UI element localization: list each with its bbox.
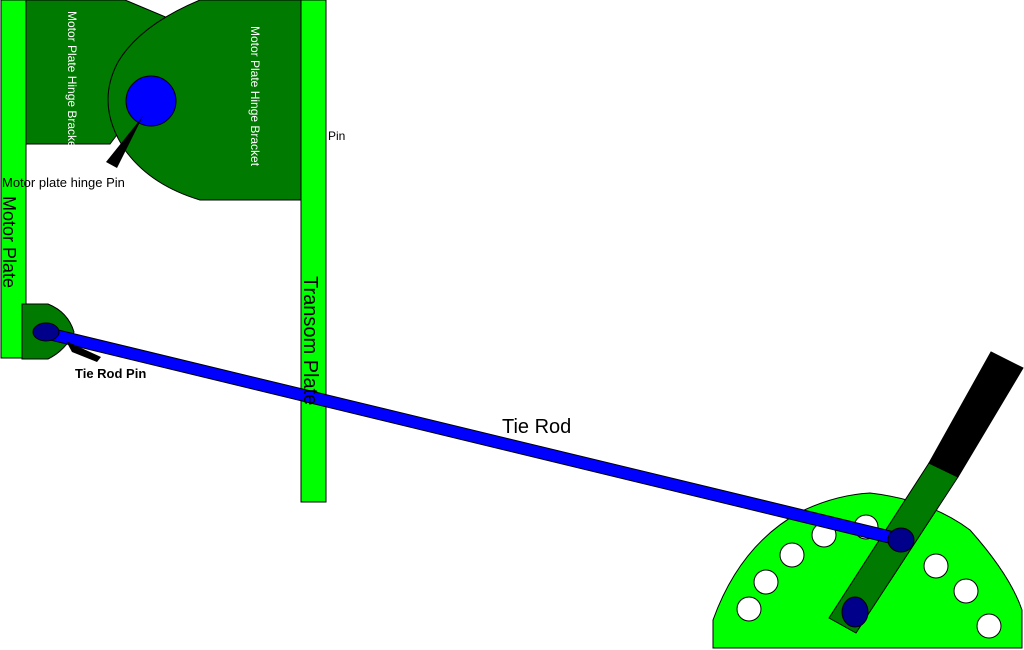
tie-rod-pin-lever-end [887,527,915,553]
tie-rod-label: Tie Rod [502,416,571,438]
hinge-pin-circle [125,75,177,127]
quadrant-hole [753,569,779,595]
tie-rod-pin-label: Tie Rod Pin [75,366,146,381]
transom-plate [300,0,327,503]
lever-pivot-pin [841,596,869,628]
tie-rod [45,326,904,547]
hinge-pin-pointer [106,116,143,168]
quadrant-holes [736,514,1002,639]
quadrant-hole [736,596,762,622]
motor-plate [0,0,27,359]
tie-rod-pin-pointer [66,341,101,362]
left-bracket-label: Motor Plate Hinge Bracket [65,11,79,152]
transom-plate-label: Transom Plate [299,276,321,405]
pin-label: Pin [328,129,345,143]
quadrant-hole [953,578,979,604]
quadrant-hole [779,542,805,568]
lever-handle [928,351,1024,478]
right-hinge-bracket [107,0,302,201]
quadrant-hole [976,613,1002,639]
hinge-pin-label: Motor plate hinge Pin [2,175,125,190]
quadrant-hole [923,553,949,579]
tie-rod-pin-motor-end [32,322,60,342]
motor-plate-label: Motor Plate [0,196,19,288]
right-bracket-label: Motor Plate Hinge Bracket [248,26,262,167]
